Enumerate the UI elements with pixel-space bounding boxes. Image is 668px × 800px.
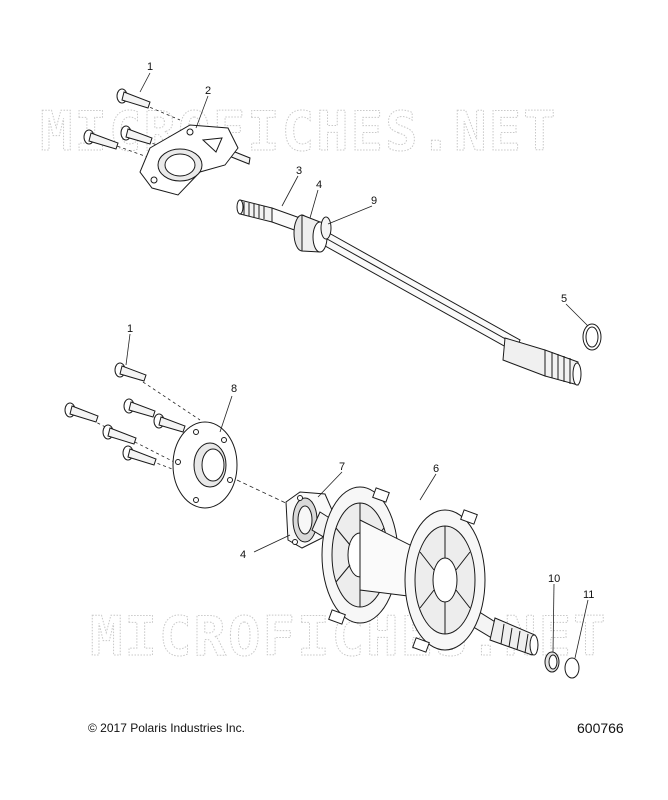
drive-shaft bbox=[236, 199, 582, 386]
callout-5: 5 bbox=[561, 293, 567, 305]
bearing-housing bbox=[285, 491, 333, 549]
spacer-ring bbox=[320, 216, 332, 240]
bolt-bottom-4 bbox=[153, 413, 186, 433]
o-ring bbox=[582, 323, 602, 351]
bolt-bottom-5 bbox=[102, 424, 137, 445]
bolt-bottom-6 bbox=[122, 445, 176, 471]
callout-1-top: 1 bbox=[147, 61, 153, 73]
bolt-bottom-2 bbox=[64, 402, 181, 466]
bolt-bottom-1 bbox=[114, 362, 201, 421]
bolt-top-1 bbox=[116, 88, 181, 121]
drive-sprocket bbox=[321, 486, 486, 653]
callout-2: 2 bbox=[205, 85, 211, 97]
figure-number: 600766 bbox=[577, 720, 624, 736]
bolt-bottom-3 bbox=[123, 398, 156, 418]
watermark-top: MICROFICHES.NET bbox=[40, 100, 558, 163]
callout-3: 3 bbox=[296, 165, 302, 177]
retaining-ring bbox=[564, 657, 580, 679]
callout-9: 9 bbox=[371, 195, 377, 207]
seal bbox=[544, 651, 560, 673]
callout-8: 8 bbox=[231, 383, 237, 395]
callout-4-bottom: 4 bbox=[240, 549, 246, 561]
bolt-top-2 bbox=[83, 129, 151, 159]
round-flange bbox=[172, 421, 238, 509]
callout-6: 6 bbox=[433, 463, 439, 475]
bearing-flange-plate bbox=[139, 124, 239, 196]
bolt-top-3 bbox=[120, 125, 166, 149]
callout-10: 10 bbox=[548, 573, 560, 585]
callout-7: 7 bbox=[339, 461, 345, 473]
callout-11: 11 bbox=[583, 589, 594, 601]
callout-4-top: 4 bbox=[316, 179, 322, 191]
callout-1-bottom: 1 bbox=[127, 323, 133, 335]
copyright-notice: © 2017 Polaris Industries Inc. bbox=[88, 721, 245, 735]
